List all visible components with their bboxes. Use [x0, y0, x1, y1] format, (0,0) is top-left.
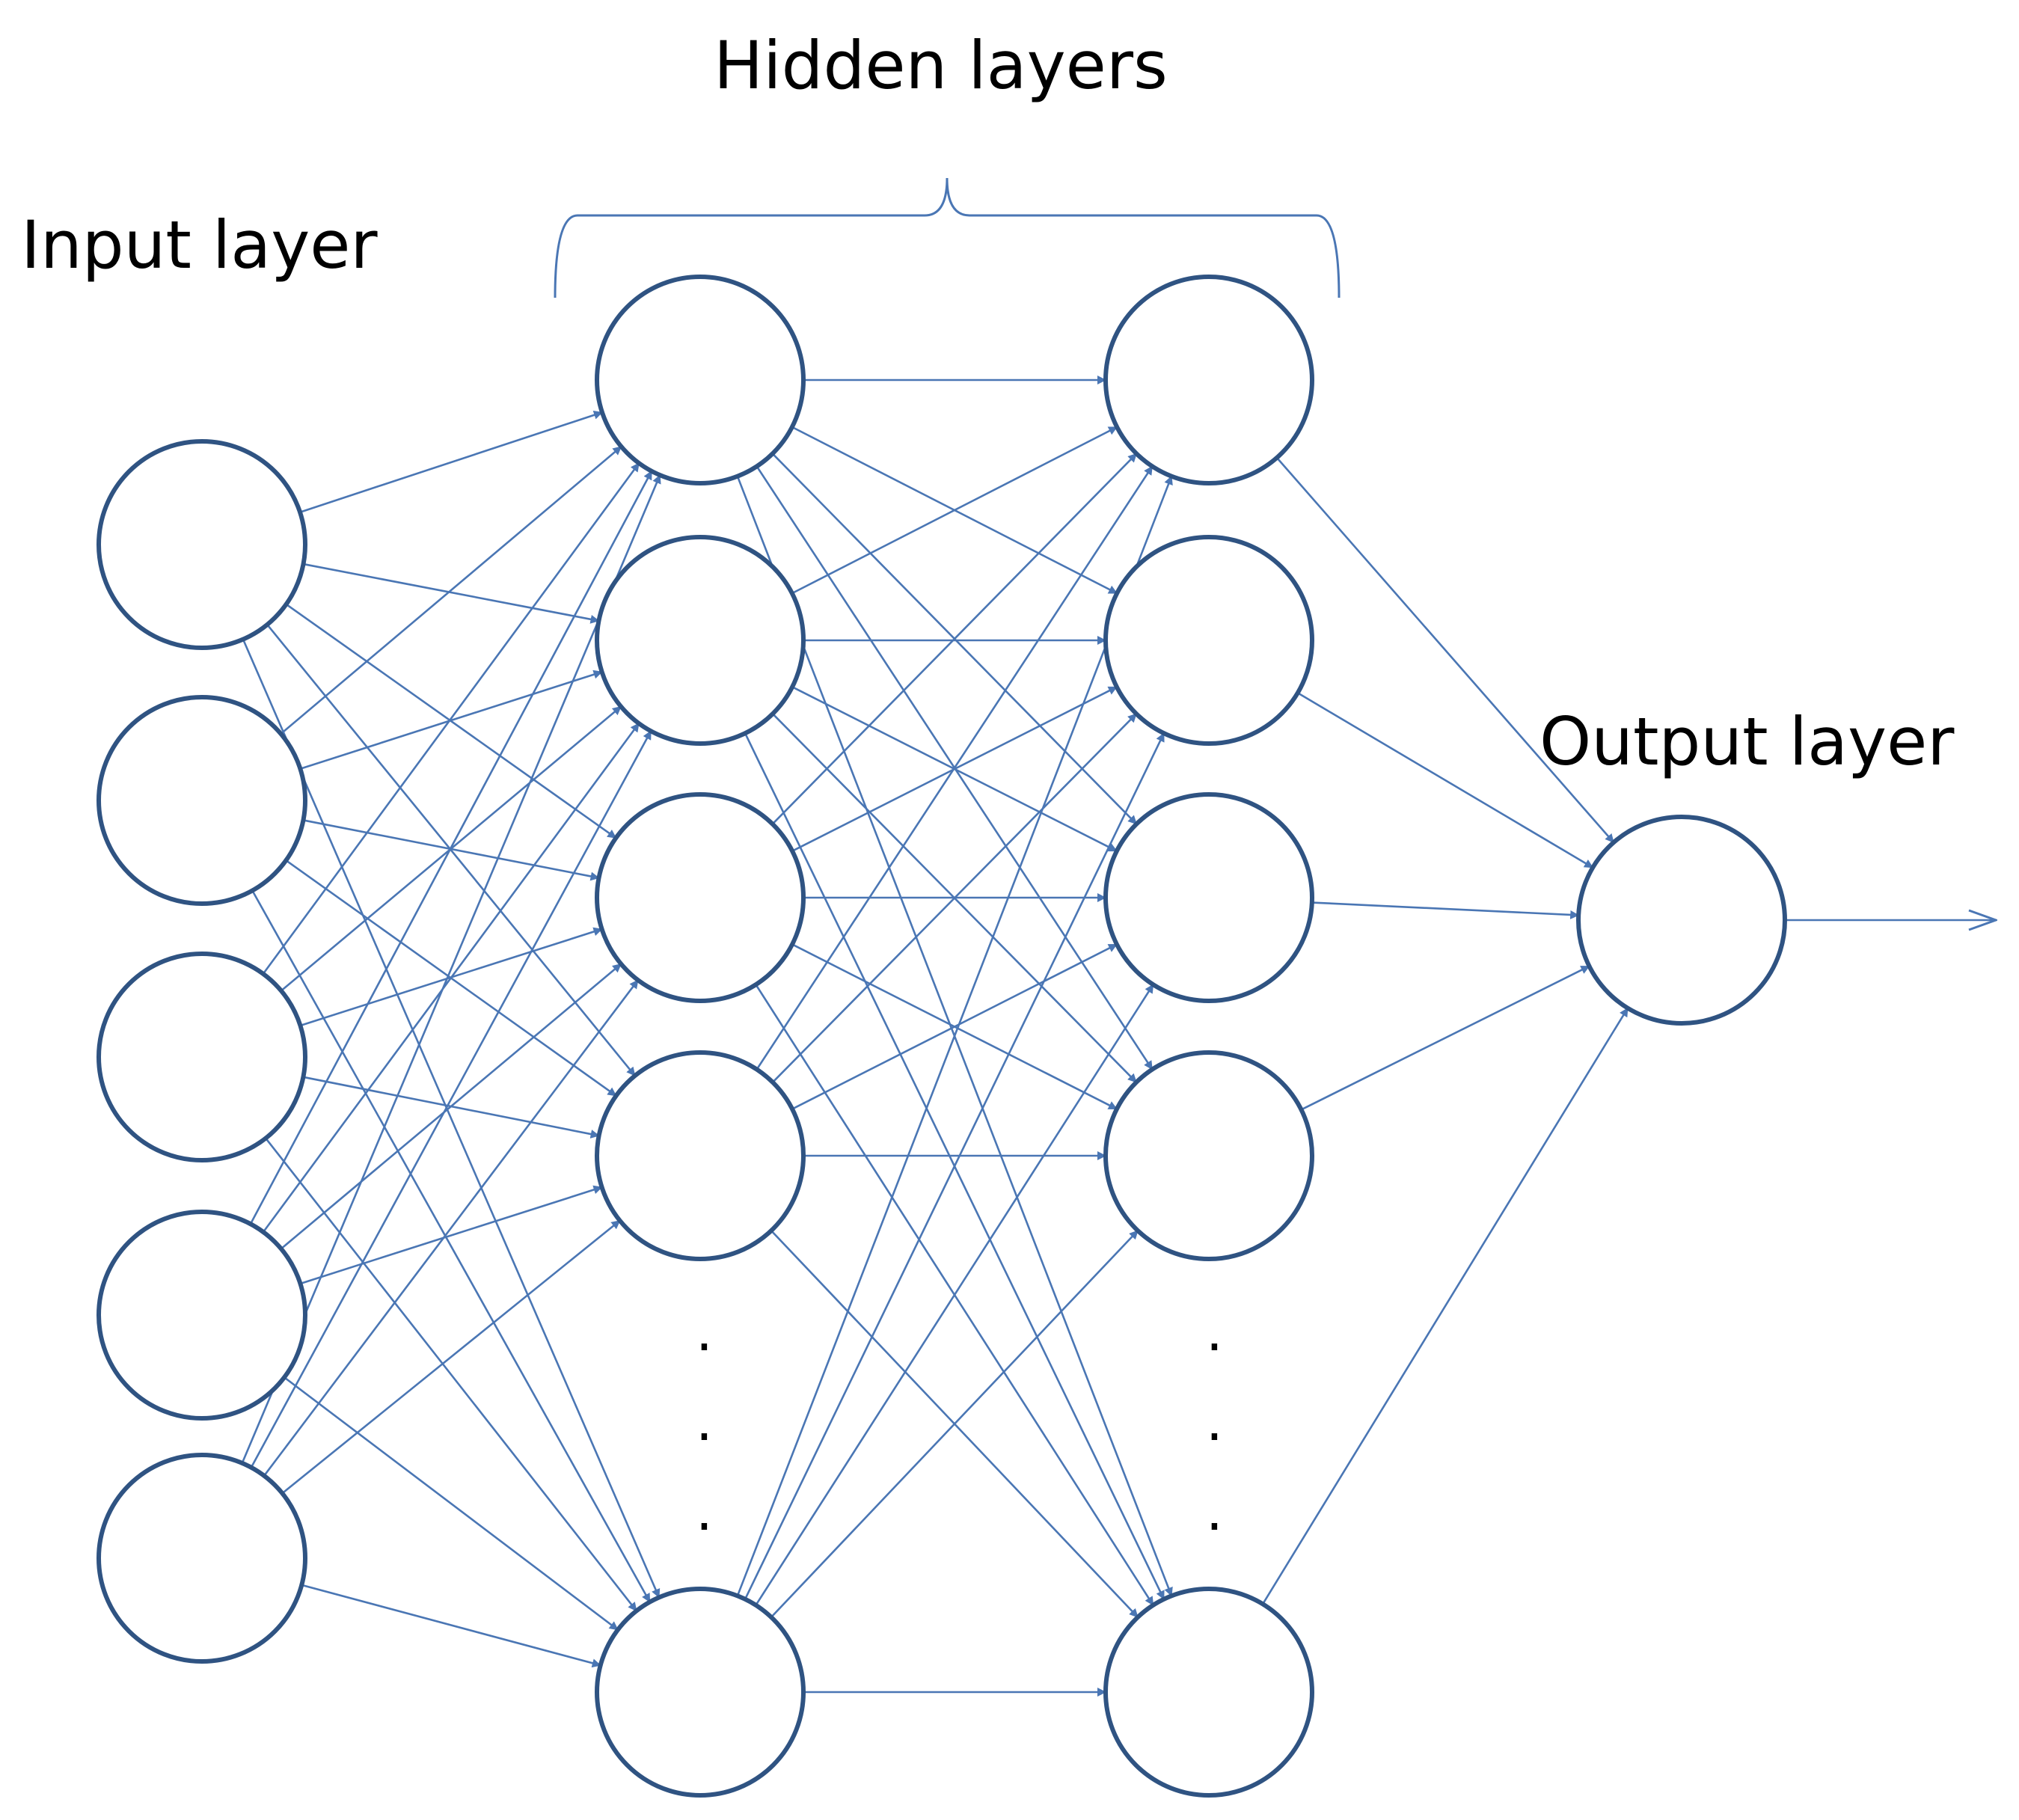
hidden-1-node — [595, 1587, 806, 1798]
input-node — [96, 1210, 307, 1421]
connection-edge — [280, 963, 622, 1250]
connection-edge — [263, 979, 639, 1477]
connection-edge — [299, 411, 603, 513]
output-node — [1576, 815, 1787, 1026]
connection-edge — [791, 426, 1118, 595]
hidden-2-node — [1103, 792, 1314, 1003]
connection-edge — [241, 474, 661, 1464]
connection-edge — [1261, 1007, 1629, 1605]
hidden-2-node — [1103, 535, 1314, 746]
connection-edge — [755, 984, 1154, 1606]
input-node — [96, 952, 307, 1162]
hidden-1-ellipsis-dot: . — [696, 1480, 713, 1542]
connection-edge — [262, 723, 640, 1233]
input-node — [96, 1453, 307, 1664]
connection-edge — [299, 670, 603, 770]
input-layer-label: Input layer — [21, 206, 378, 284]
hidden-2-ellipsis-dot: . — [1206, 1300, 1223, 1363]
connection-edge — [284, 1376, 619, 1631]
connection-edge — [250, 730, 652, 1468]
connection-edge — [772, 713, 1137, 1083]
connection-edge — [265, 1137, 637, 1612]
hidden-1-ellipsis-dot: . — [696, 1390, 713, 1453]
hidden-1-ellipsis-dot: . — [696, 1300, 713, 1363]
connection-edge — [756, 465, 1154, 1070]
connection-edge — [1297, 692, 1594, 868]
connection-edge — [303, 563, 600, 624]
connection-edge — [280, 446, 622, 735]
hidden-layers-brace — [554, 177, 1341, 298]
connection-edge — [736, 475, 1173, 1596]
connection-edge — [301, 1584, 601, 1668]
hidden-1-node — [595, 535, 806, 746]
connection-edge — [242, 639, 661, 1599]
hidden-2-node — [1103, 275, 1314, 485]
connection-edge — [744, 732, 1165, 1600]
input-node — [96, 439, 307, 650]
hidden-1-node — [595, 792, 806, 1003]
hidden-2-ellipsis-dot: . — [1206, 1390, 1223, 1453]
output-layer-label: Output layer — [1539, 703, 1955, 780]
connection-edge — [251, 889, 651, 1603]
hidden-1-node — [595, 1050, 806, 1261]
connection-edge — [300, 1185, 603, 1285]
connection-edge — [1311, 901, 1580, 919]
connection-edge — [249, 470, 653, 1225]
hidden-2-node — [1103, 1587, 1314, 1798]
connection-edge — [1300, 965, 1590, 1111]
connection-edge — [1275, 456, 1615, 844]
network-nodes — [96, 275, 1787, 1798]
connection-edge — [262, 462, 640, 975]
connection-edge — [266, 624, 636, 1076]
hidden-1-node — [595, 275, 806, 485]
hidden-layers-label: Hidden layers — [714, 27, 1168, 104]
connection-edge — [770, 1230, 1139, 1618]
connection-edge — [281, 1219, 621, 1495]
hidden-2-node — [1103, 1050, 1314, 1261]
connection-edge — [771, 453, 1138, 825]
input-node — [96, 695, 307, 906]
connection-edges — [241, 376, 1996, 1697]
connection-edge — [791, 943, 1118, 1110]
hidden-2-ellipsis-dot: . — [1206, 1480, 1223, 1542]
